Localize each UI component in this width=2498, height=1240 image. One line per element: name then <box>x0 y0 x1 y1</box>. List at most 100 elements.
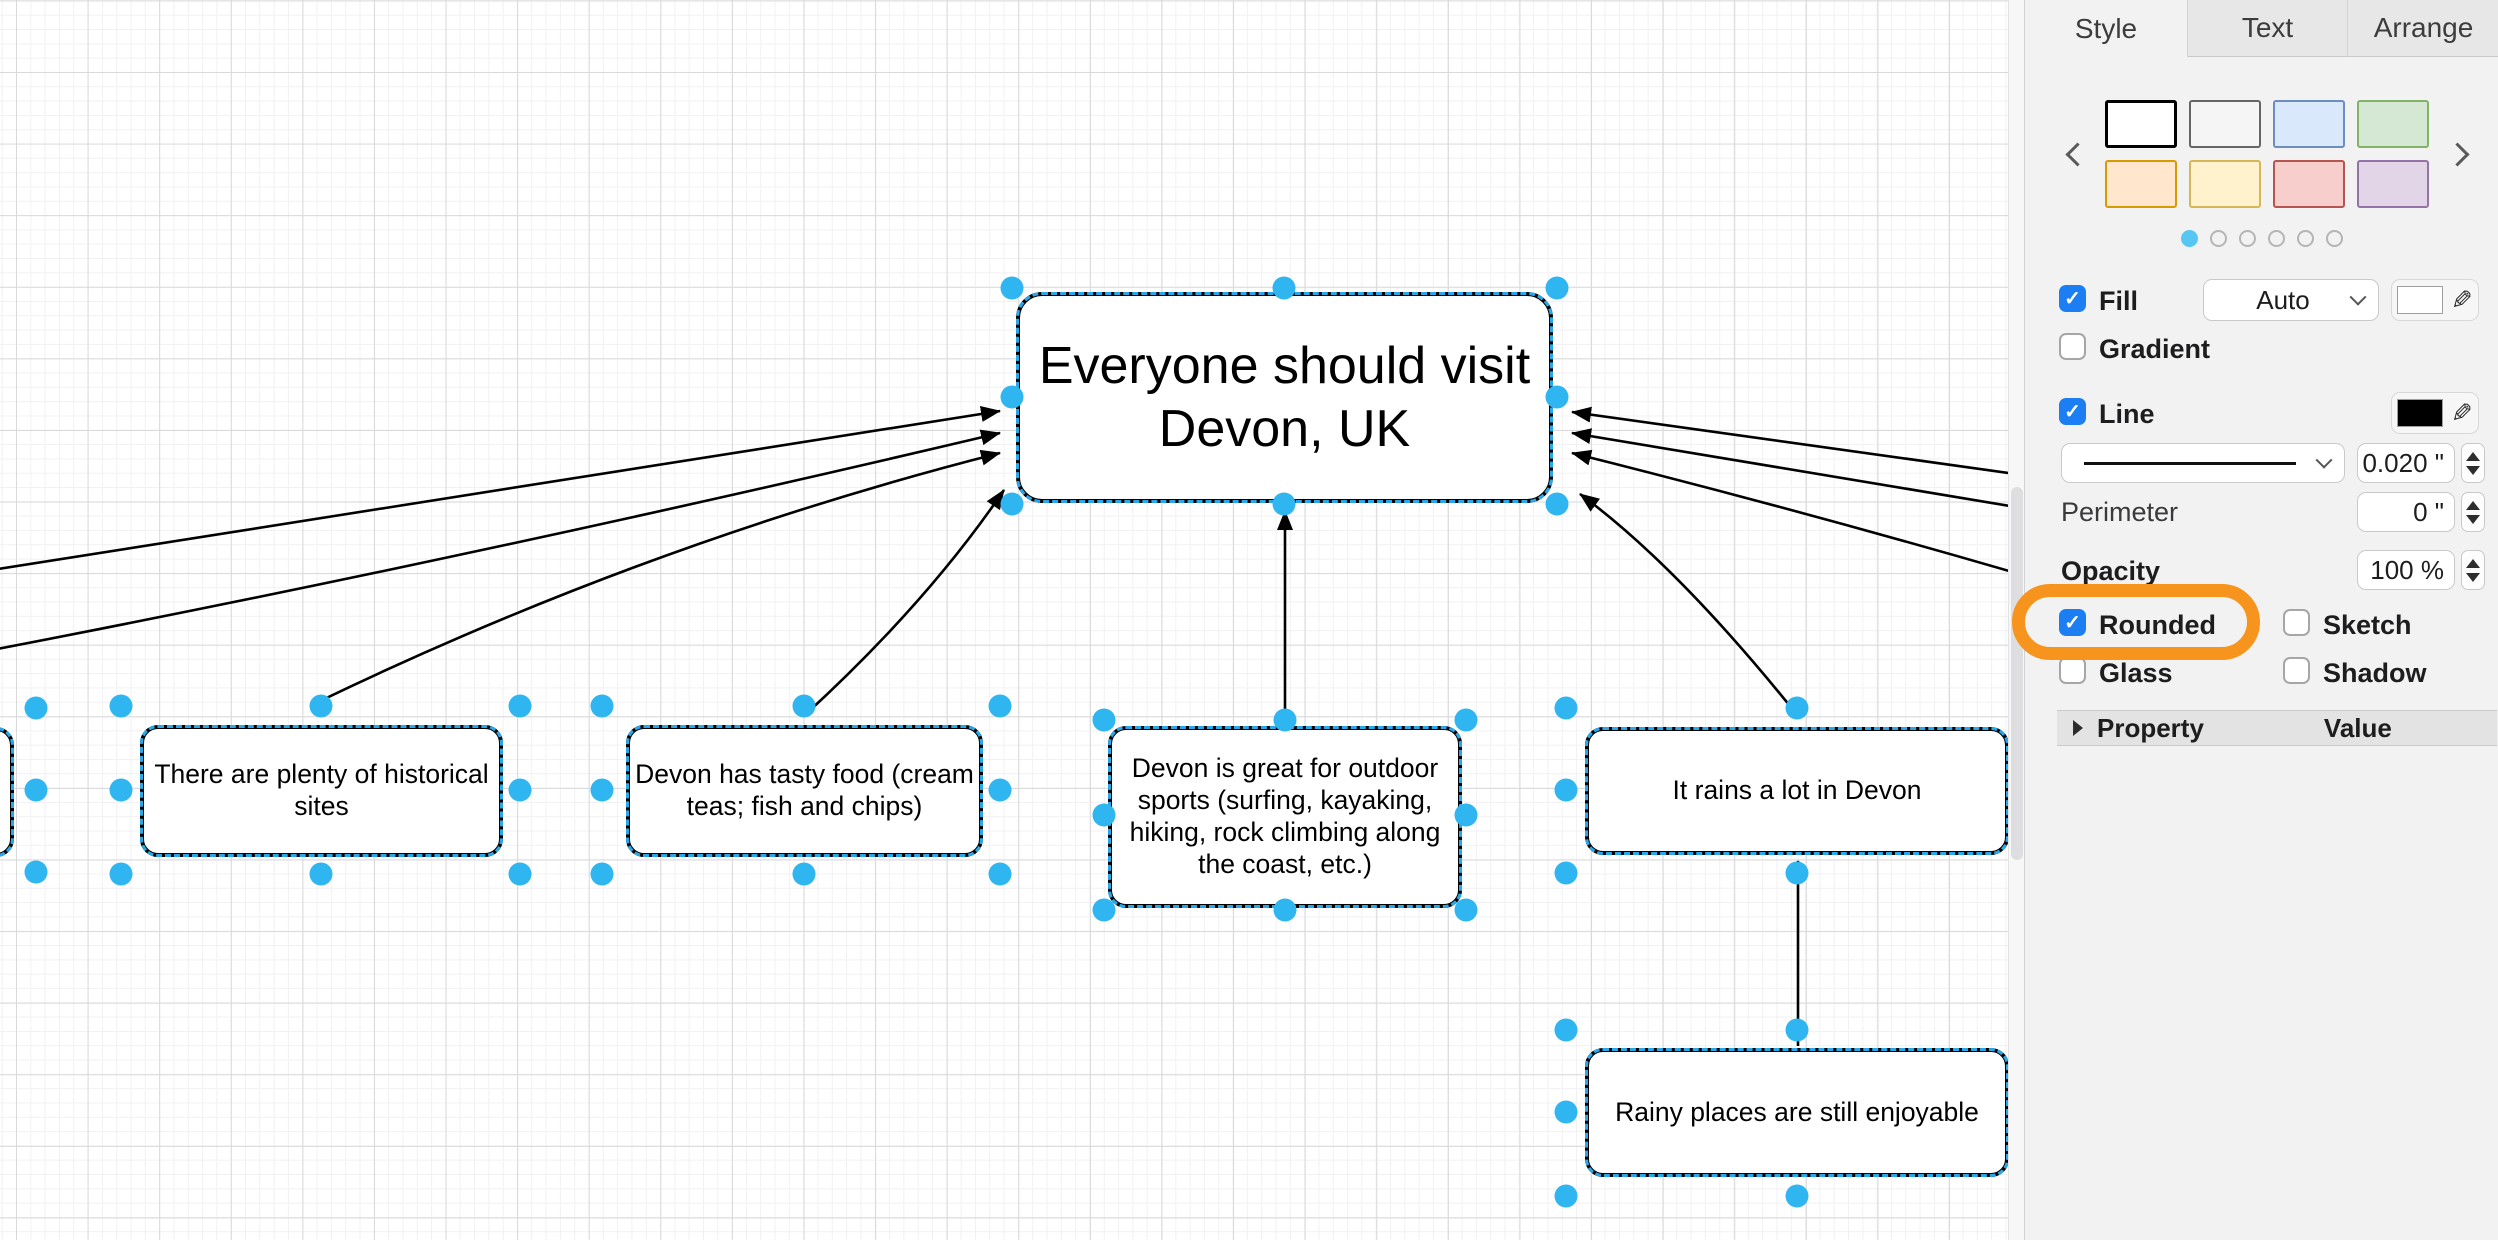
style-preset-swatch[interactable] <box>2357 160 2429 208</box>
line-color-button[interactable]: ✎ <box>2391 392 2479 434</box>
edge[interactable] <box>1571 449 2008 573</box>
selection-handle[interactable] <box>1454 898 1478 922</box>
selection-handle[interactable] <box>1554 861 1578 885</box>
diagram-node-outdoor-sports[interactable]: Devon is great for outdoor sports (surfi… <box>1108 726 1462 908</box>
selection-handle[interactable] <box>792 694 816 718</box>
selection-handle[interactable] <box>792 862 816 886</box>
selection-handle[interactable] <box>24 696 48 720</box>
swatch-pager-dot[interactable] <box>2210 230 2227 247</box>
selection-handle[interactable] <box>590 778 614 802</box>
line-width-stepper[interactable] <box>2461 443 2485 483</box>
selection-handle[interactable] <box>1092 898 1116 922</box>
edge[interactable] <box>805 489 1006 715</box>
selection-handle[interactable] <box>1092 708 1116 732</box>
style-preset-swatch[interactable] <box>2273 160 2345 208</box>
selection-handle[interactable] <box>1554 696 1578 720</box>
edge[interactable] <box>1571 406 2008 475</box>
selection-handle[interactable] <box>24 778 48 802</box>
line-style-dropdown[interactable] <box>2061 443 2345 483</box>
edge[interactable] <box>0 429 1001 650</box>
edge[interactable] <box>0 406 1001 571</box>
gradient-checkbox[interactable] <box>2059 333 2086 360</box>
style-preset-swatch[interactable] <box>2105 100 2177 148</box>
swatch-pager-dot[interactable] <box>2181 230 2198 247</box>
selection-handle[interactable] <box>988 694 1012 718</box>
selection-handle[interactable] <box>508 862 532 886</box>
property-value-header[interactable]: Property Value <box>2057 710 2497 746</box>
selection-handle[interactable] <box>1785 696 1809 720</box>
fill-style-dropdown[interactable]: Auto <box>2203 279 2379 321</box>
diagram-node-rainy-enjoyable[interactable]: Rainy places are still enjoyable <box>1585 1048 2008 1177</box>
selection-handle[interactable] <box>1545 492 1569 516</box>
edge[interactable] <box>1579 492 1800 717</box>
selection-handle[interactable] <box>109 694 133 718</box>
selection-handle[interactable] <box>988 778 1012 802</box>
swatch-pager-dot[interactable] <box>2297 230 2314 247</box>
opacity-input[interactable]: 100 % <box>2357 550 2455 590</box>
shadow-checkbox[interactable] <box>2283 657 2310 684</box>
swatch-page-prev-icon[interactable] <box>2065 142 2090 167</box>
diagram-canvas[interactable]: Everyone should visit Devon, UK There ar… <box>0 0 2008 1240</box>
vertical-scrollbar-track[interactable] <box>2008 0 2024 1240</box>
selection-handle[interactable] <box>590 694 614 718</box>
selection-handle[interactable] <box>988 862 1012 886</box>
selection-handle[interactable] <box>1272 276 1296 300</box>
selection-handle[interactable] <box>109 862 133 886</box>
edge[interactable] <box>1571 428 2008 507</box>
selection-handle[interactable] <box>1785 1184 1809 1208</box>
diagram-node-central[interactable]: Everyone should visit Devon, UK <box>1016 292 1553 503</box>
selection-handle[interactable] <box>1000 385 1024 409</box>
tab-text[interactable]: Text <box>2188 0 2348 57</box>
diagram-node-offscreen-left[interactable] <box>0 727 14 857</box>
selection-handle[interactable] <box>309 862 333 886</box>
line-checkbox[interactable] <box>2059 398 2086 425</box>
selection-handle[interactable] <box>1554 778 1578 802</box>
fill-checkbox[interactable] <box>2059 285 2086 312</box>
opacity-stepper[interactable] <box>2461 550 2485 590</box>
selection-handle[interactable] <box>1785 1018 1809 1042</box>
selection-handle[interactable] <box>1272 492 1296 516</box>
selection-handle[interactable] <box>1273 708 1297 732</box>
selection-handle[interactable] <box>1545 385 1569 409</box>
selection-handle[interactable] <box>590 862 614 886</box>
tab-arrange[interactable]: Arrange <box>2348 0 2498 57</box>
swatch-pager-dot[interactable] <box>2239 230 2256 247</box>
selection-handle[interactable] <box>1554 1184 1578 1208</box>
selection-handle[interactable] <box>309 694 333 718</box>
rounded-checkbox[interactable] <box>2059 609 2086 636</box>
selection-handle[interactable] <box>508 778 532 802</box>
diagram-node-tasty-food[interactable]: Devon has tasty food (cream teas; fish a… <box>626 725 983 857</box>
diagram-node-rains-a-lot[interactable]: It rains a lot in Devon <box>1585 727 2008 855</box>
style-preset-swatch[interactable] <box>2357 100 2429 148</box>
selection-handle[interactable] <box>1554 1018 1578 1042</box>
glass-checkbox[interactable] <box>2059 657 2086 684</box>
selection-handle[interactable] <box>24 860 48 884</box>
selection-handle[interactable] <box>109 778 133 802</box>
selection-handle[interactable] <box>1554 1100 1578 1124</box>
selection-handle[interactable] <box>1000 492 1024 516</box>
selection-handle[interactable] <box>1454 803 1478 827</box>
style-preset-swatch[interactable] <box>2105 160 2177 208</box>
swatch-pager-dot[interactable] <box>2268 230 2285 247</box>
edge[interactable] <box>317 449 1001 704</box>
selection-handle[interactable] <box>1454 708 1478 732</box>
style-preset-swatch[interactable] <box>2189 160 2261 208</box>
sketch-checkbox[interactable] <box>2283 609 2310 636</box>
fill-color-button[interactable]: ✎ <box>2391 279 2479 321</box>
selection-handle[interactable] <box>1092 803 1116 827</box>
style-preset-swatch[interactable] <box>2273 100 2345 148</box>
style-preset-swatch[interactable] <box>2189 100 2261 148</box>
diagram-node-historical-sites[interactable]: There are plenty of historical sites <box>140 725 503 857</box>
swatch-pager-dot[interactable] <box>2326 230 2343 247</box>
line-width-input[interactable]: 0.020 " <box>2357 443 2455 483</box>
perimeter-input[interactable]: 0 " <box>2357 492 2455 532</box>
swatch-page-next-icon[interactable] <box>2445 142 2470 167</box>
selection-handle[interactable] <box>1545 276 1569 300</box>
selection-handle[interactable] <box>1273 898 1297 922</box>
selection-handle[interactable] <box>1000 276 1024 300</box>
perimeter-stepper[interactable] <box>2461 492 2485 532</box>
vertical-scrollbar-thumb[interactable] <box>2011 487 2023 860</box>
selection-handle[interactable] <box>1785 861 1809 885</box>
selection-handle[interactable] <box>508 694 532 718</box>
tab-style[interactable]: Style <box>2025 0 2188 57</box>
